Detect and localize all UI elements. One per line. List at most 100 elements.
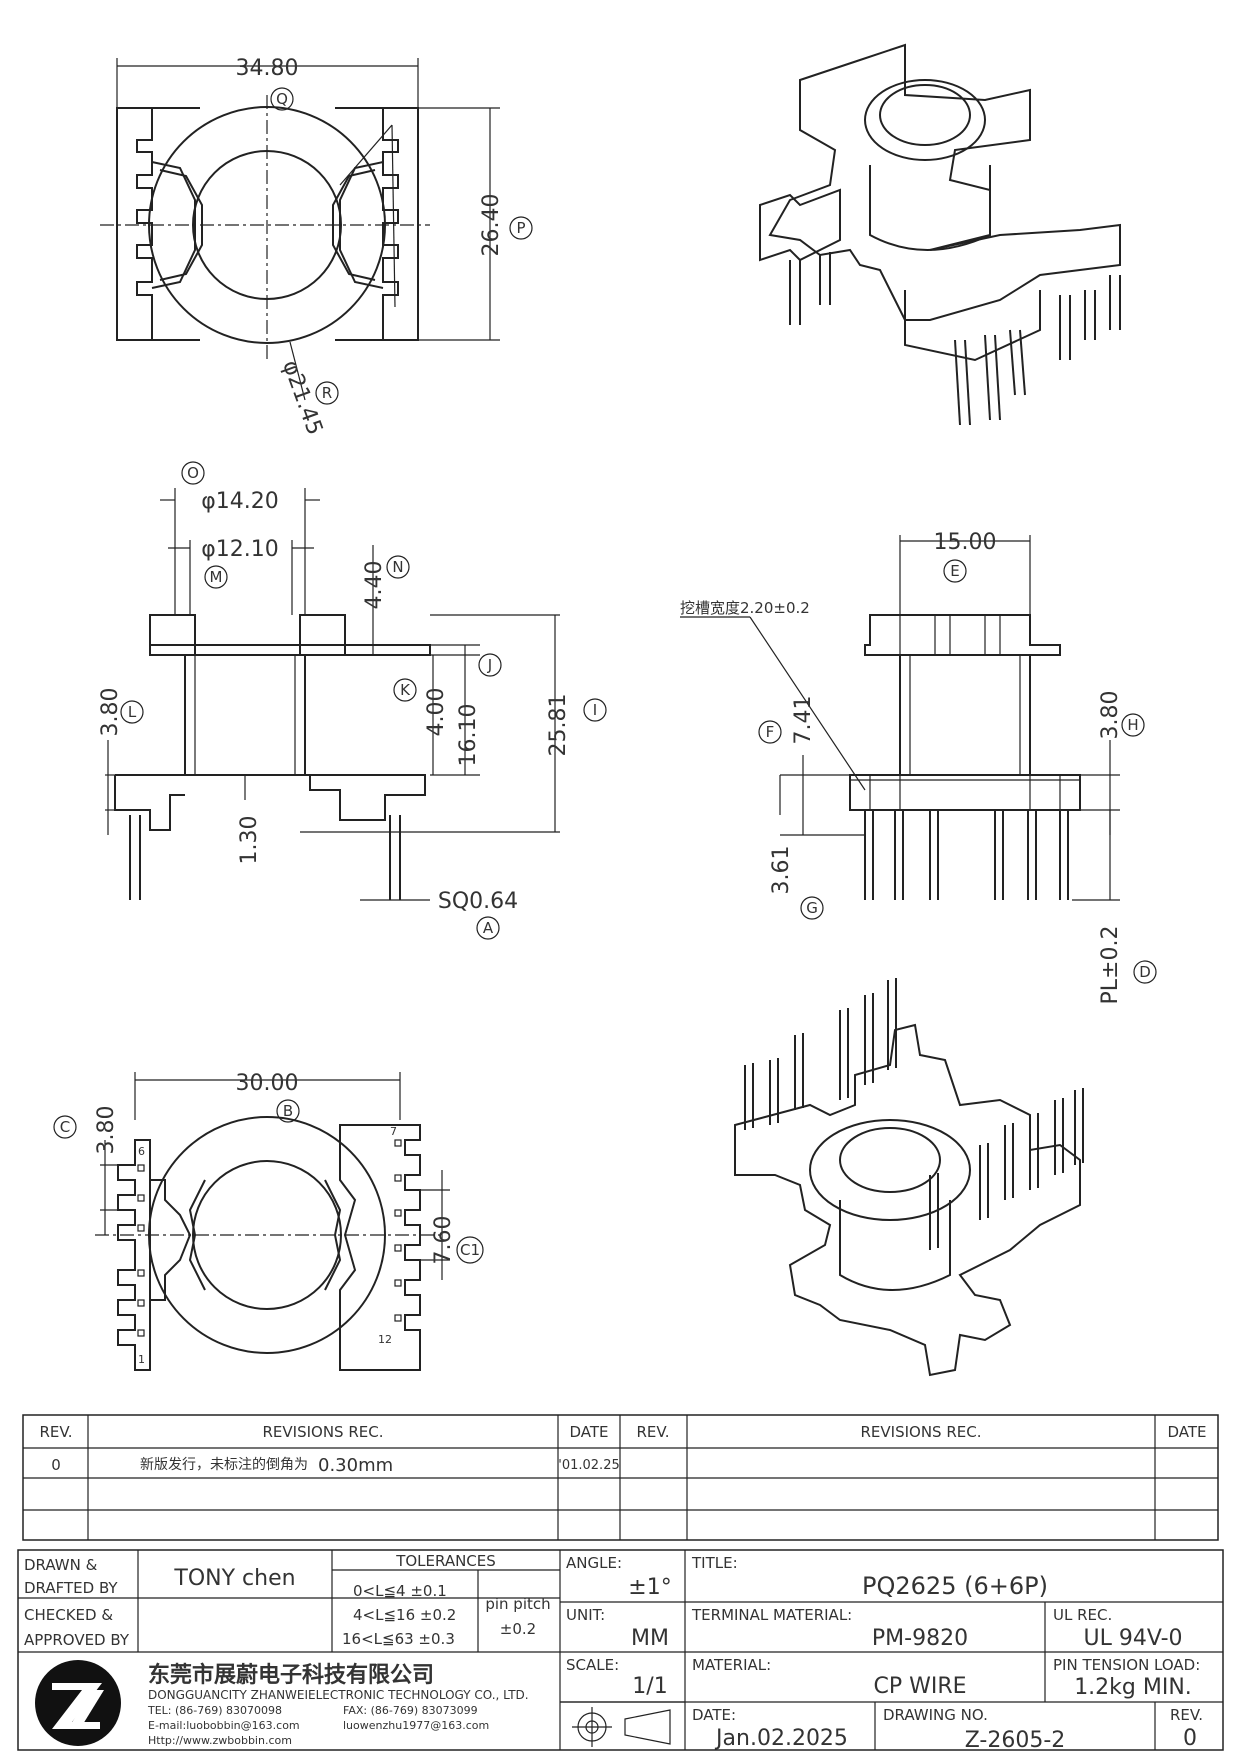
dim-winding-k: 4.00 [424,688,449,737]
dim-side-od: φ14.20 [201,489,279,514]
dim-pin-length: PL±0.2 [1098,926,1123,1005]
rev-row-value: 0.30mm [318,1455,393,1476]
side-view: φ14.20 φ12.10 O M 4.40 N 4 [98,461,607,940]
terminal-material-label: TERMINAL MATERIAL: [691,1606,852,1624]
marker-d: D [1139,963,1151,981]
scale-value: 1/1 [632,1674,667,1699]
tolerance-3: 16<L≦63 ±0.3 [342,1630,455,1648]
dim-winding-j: 16.10 [456,704,481,767]
drawing-no-value: Z-2605-2 [965,1728,1066,1753]
dim-bottom-width: 30.00 [236,1071,299,1096]
dim-flange-l: 3.80 [98,688,123,737]
dim-total-height: 25.81 [546,694,571,757]
material-label: MATERIAL: [692,1656,771,1674]
company-name-en: DONGGUANCITY ZHANWEIELECTRONIC TECHNOLOG… [148,1688,529,1702]
marker-n: N [392,558,403,576]
marker-g: G [806,899,818,917]
date-header-right: DATE [1167,1423,1206,1441]
title-block: DRAWN & DRAFTED BY TONY chen CHECKED & A… [17,1549,1224,1753]
rev-value: 0 [1183,1726,1197,1751]
dim-flange-top: 4.40 [362,561,387,610]
ul-value: UL 94V-0 [1083,1626,1182,1651]
marker-p: P [516,219,525,237]
company-name-cn: 东莞市展蔚电子科技有限公司 [148,1662,434,1688]
company-email-1: E-mail:luobobbin@163.com [148,1719,300,1732]
rev-row-note: 新版发行，未标注的倒角为 [140,1457,308,1473]
front-view: 15.00 E 挖槽宽度2.20±0.2 [680,530,1157,1005]
dim-front-width: 15.00 [934,530,997,555]
marker-m: M [210,568,223,586]
checked-label-2: APPROVED BY [24,1631,130,1649]
date-header-left: DATE [569,1423,608,1441]
scale-label: SCALE: [566,1656,619,1674]
marker-b: B [283,1102,293,1120]
dim-front-g: 3.61 [769,846,794,895]
dim-pin-square: SQ0.64 [438,889,518,914]
marker-q: Q [276,90,288,108]
marker-k: K [400,681,411,699]
rev-label: REV. [1170,1706,1203,1724]
drawing-no-label: DRAWING NO. [883,1706,988,1724]
pin-label-7: 7 [390,1125,397,1138]
terminal-material-value: PM-9820 [872,1626,968,1651]
pin-label-6: 6 [138,1145,145,1158]
marker-r: R [322,384,332,402]
dim-front-h: 3.80 [1098,691,1123,740]
dim-side-id: φ12.10 [201,537,279,562]
marker-i: I [593,701,597,719]
marker-o: O [187,464,199,482]
marker-c: C [60,1118,70,1136]
projection-symbol-icon [560,1701,685,1747]
date-label: DATE: [692,1706,736,1724]
drawn-label-1: DRAWN & [24,1556,98,1574]
marker-j: J [487,656,492,674]
drawn-value: TONY chen [173,1566,295,1591]
marker-c1: C1 [460,1241,480,1259]
unit-value: MM [631,1626,669,1651]
marker-a: A [483,919,494,937]
dim-bottom-c1: 7.60 [431,1216,456,1265]
dim-front-f: 7.41 [791,696,816,745]
company-email-2: luowenzhu1977@163.com [343,1719,489,1732]
dim-top-width: 34.80 [236,56,299,81]
dim-slot: 挖槽宽度2.20±0.2 [680,599,810,617]
date-value: Jan.02.2025 [714,1726,848,1751]
company-logo-icon [35,1660,121,1746]
rev-row-date: '01.02.25 [558,1458,619,1473]
dim-top-height: 26.40 [479,194,504,257]
top-view: 34.80 26.40 φ21.45 Q P R [100,56,533,438]
pin-tension-value: 1.2kg MIN. [1074,1675,1192,1700]
title-label: TITLE: [691,1554,738,1572]
marker-e: E [950,562,959,580]
pin-pitch-value: ±0.2 [500,1620,536,1638]
tolerances-label: TOLERANCES [395,1552,496,1570]
isometric-view-bottom [734,978,1084,1377]
company-website: Http://www.zwbobbin.com [148,1734,292,1747]
company-fax: FAX: (86-769) 83073099 [343,1704,478,1717]
rev-row-rev: 0 [51,1456,61,1474]
marker-l: L [128,703,137,721]
revision-table: REV. REVISIONS REC. DATE REV. REVISIONS … [22,1414,1219,1541]
dim-base-offset: 1.30 [237,816,262,865]
marker-f: F [766,723,775,741]
drawing-title: PQ2625 (6+6P) [862,1572,1048,1600]
bottom-view: 30.00 B 6 7 12 1 3.80 C 7.60 [53,1071,484,1371]
unit-label: UNIT: [566,1606,605,1624]
pin-pitch-label: pin pitch [485,1595,550,1613]
pin-label-1: 1 [138,1353,145,1366]
company-tel: TEL: (86-769) 83070098 [147,1704,282,1717]
checked-label-1: CHECKED & [24,1606,113,1624]
ul-label: UL REC. [1053,1606,1112,1624]
pin-tension-label: PIN TENSION LOAD: [1053,1656,1200,1674]
revisions-header-right: REVISIONS REC. [861,1423,982,1441]
marker-h: H [1127,716,1138,734]
tolerance-1: 0<L≦4 ±0.1 [353,1582,447,1600]
revisions-header-left: REVISIONS REC. [263,1423,384,1441]
material-value: CP WIRE [873,1674,966,1699]
dim-bottom-c: 3.80 [94,1106,119,1155]
rev-header-right: REV. [637,1423,670,1441]
rev-header-left: REV. [40,1423,73,1441]
pin-label-12: 12 [378,1333,392,1346]
angle-label: ANGLE: [566,1554,622,1572]
